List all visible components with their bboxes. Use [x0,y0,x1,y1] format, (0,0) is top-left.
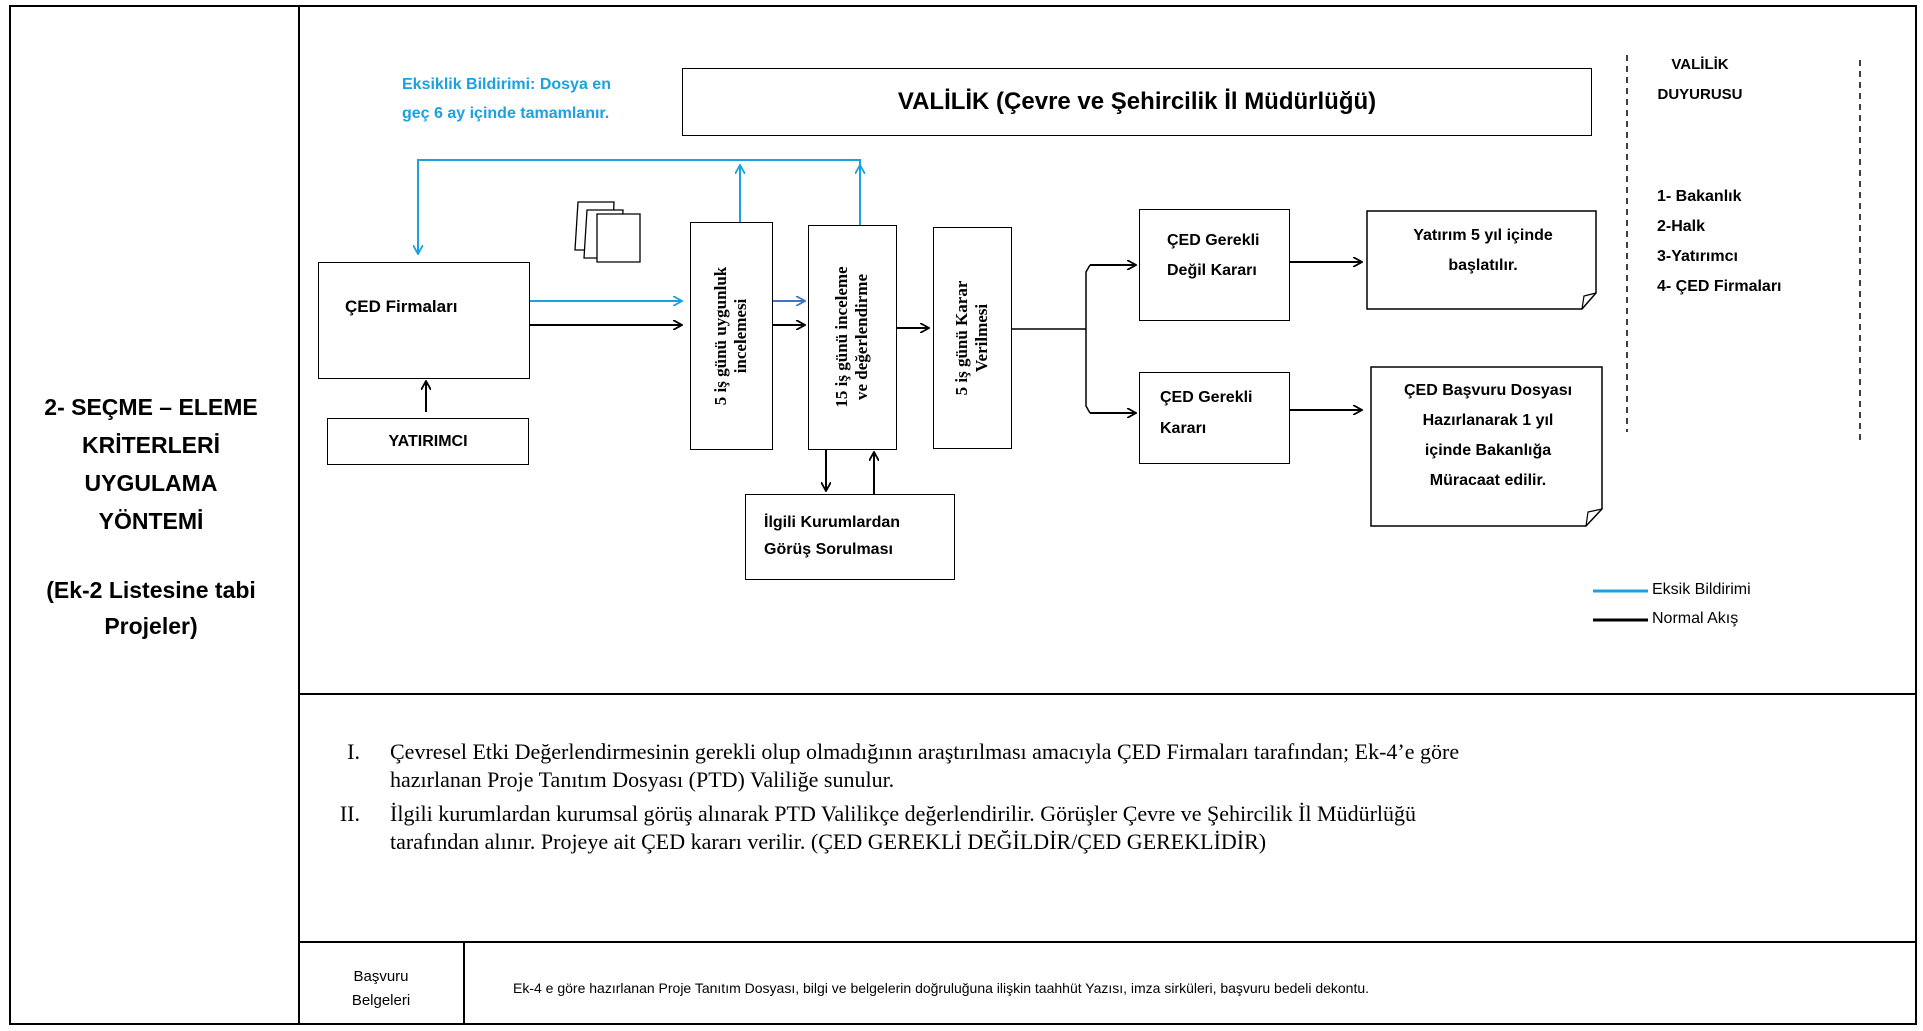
investment-start-note: Yatırım 5 yıl içinde başlatılır. [1370,221,1596,281]
missing-notice-note: Eksiklik Bildirimi: Dosya en geç 6 ay iç… [402,70,652,128]
step-text-line: 15 iş günü inceleme [832,266,851,408]
method-title-line: KRİTERLERİ [82,432,220,458]
announcement-item: 2-Halk [1657,218,1706,235]
step-text-line: incelemesi [731,298,750,374]
decision-line: Kararı [1160,420,1207,437]
documents-label: Başvuru Belgeleri [300,965,462,1013]
method-subtitle-line: (Ek-2 Listesine tabi [46,577,256,603]
explanation-line: hazırlanan Proje Tanıtım Dosyası (PTD) V… [390,767,895,792]
outer-frame [9,5,1917,1025]
method-subtitle: (Ek-2 Listesine tabi Projeler) [18,572,284,644]
announcement-item: 4- ÇED Firmaları [1657,278,1782,295]
explanation-line: tarafından alınır. Projeye ait ÇED karar… [390,829,1267,854]
decision-line: ÇED Gerekli [1160,389,1253,406]
method-title-line: 2- SEÇME – ELEME [44,394,258,420]
documents-top-divider [298,941,1917,943]
step-compliance-review-text: 5 iş günü uygunluk incelemesi [711,267,751,405]
explanation-line: İlgili kurumlardan kurumsal görüş alınar… [390,801,1417,826]
institutions-line: İlgili Kurumlardan [764,514,901,531]
note-line: Hazırlanarak 1 yıl [1422,412,1554,429]
explanation-text: Çevresel Etki Değerlendirmesinin gerekli… [390,738,1459,794]
investor-label: YATIRIMCI [388,432,468,450]
method-title: 2- SEÇME – ELEME KRİTERLERİ UYGULAMA YÖN… [18,388,284,540]
step-compliance-review [690,222,773,450]
decision-line: ÇED Gerekli [1167,232,1260,249]
missing-notice-line: geç 6 ay içinde tamamlanır. [402,105,610,122]
step-text-line: ve değerlendirme [852,273,871,401]
application-file-note: ÇED Başvuru Dosyası Hazırlanarak 1 yıl i… [1374,376,1602,496]
governorship-header-text: VALİLİK (Çevre ve Şehircilik İl Müdürlüğ… [897,88,1377,115]
note-line: içinde Bakanlığa [1424,442,1552,459]
step-decision-text: 5 iş günü Karar Verilmesi [952,281,992,396]
diagram-bottom-divider [298,693,1917,695]
left-column-divider [298,5,300,1025]
governorship-header: VALİLİK (Çevre ve Şehircilik İl Müdürlüğ… [682,68,1592,136]
step-evaluation-text: 15 iş günü inceleme ve değerlendirme [832,266,872,407]
explanation-number: I. [347,739,360,764]
step-evaluation [808,225,897,450]
note-line: Müracaat edilir. [1429,472,1547,489]
explanation-number: II. [339,801,360,826]
documents-label-divider [463,941,465,1025]
method-subtitle-line: Projeler) [104,613,198,639]
legend-label-missing: Eksik Bildirimi [1652,581,1751,598]
announcement-title: VALİLİK DUYURUSU [1640,50,1760,110]
announcement-title-line: DUYURUSU [1657,86,1743,103]
step-text-line: Verilmesi [972,303,991,373]
ced-firms-label: ÇED Firmaları [345,297,458,316]
explanation-item-2: II. İlgili kurumlardan kurumsal görüş al… [320,800,1910,856]
note-line: Yatırım 5 yıl içinde [1413,227,1553,244]
decision-line: Değil Kararı [1167,262,1257,279]
method-title-line: YÖNTEMİ [98,508,204,534]
note-line: başlatılır. [1448,257,1518,274]
explanation-item-1: I. Çevresel Etki Değerlendirmesinin gere… [320,738,1910,794]
ced-not-required-box: ÇED Gerekli Değil Kararı [1139,209,1290,321]
ced-firms-box: ÇED Firmaları [318,262,530,379]
missing-notice-line: Eksiklik Bildirimi: Dosya en [402,76,611,93]
documents-label-line: Başvuru [353,968,409,985]
institutions-line: Görüş Sorulması [764,541,893,558]
method-title-line: UYGULAMA [84,470,218,496]
announcement-title-line: VALİLİK [1671,56,1729,73]
explanation-line: Çevresel Etki Değerlendirmesinin gerekli… [390,739,1460,764]
announcement-item: 1- Bakanlık [1657,188,1742,205]
ced-required-box: ÇED Gerekli Kararı [1139,372,1290,464]
investor-box: YATIRIMCI [327,418,529,465]
announcement-list: 1- Bakanlık 2-Halk 3-Yatırımcı 4- ÇED Fi… [1657,182,1781,302]
documents-text: Ek-4 e göre hazırlanan Proje Tanıtım Dos… [513,980,1370,996]
institutions-opinion-box: İlgili Kurumlardan Görüş Sorulması [745,494,955,580]
step-text-line: 5 iş günü uygunluk [711,266,730,406]
legend-label-normal: Normal Akış [1652,610,1739,627]
step-text-line: 5 iş günü Karar [952,280,971,396]
announcement-item: 3-Yatırımcı [1657,248,1738,265]
documents-label-line: Belgeleri [351,992,411,1009]
step-decision [933,227,1012,449]
note-line: ÇED Başvuru Dosyası [1403,382,1573,399]
explanation-text: İlgili kurumlardan kurumsal görüş alınar… [390,800,1416,856]
